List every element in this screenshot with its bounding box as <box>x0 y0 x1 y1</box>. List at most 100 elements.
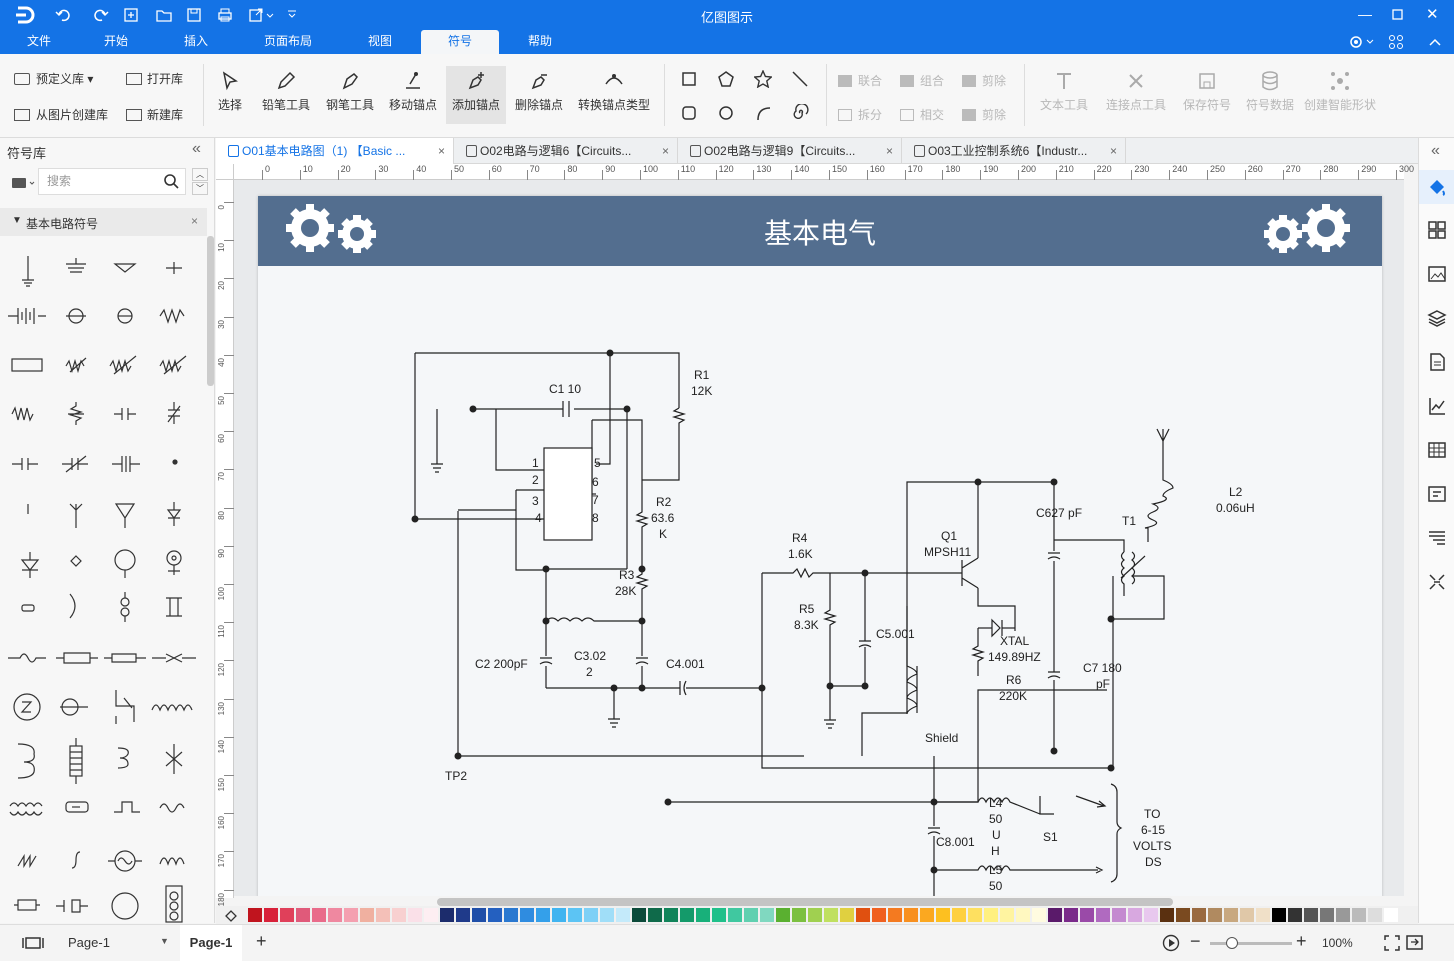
close-tab-icon[interactable]: × <box>437 144 445 158</box>
page-tab[interactable]: Page-1 <box>180 925 242 961</box>
color-swatch[interactable] <box>712 908 726 922</box>
subtract-button[interactable]: 剪除 <box>962 72 1006 89</box>
earth-symbol[interactable] <box>66 258 86 273</box>
presentation-icon[interactable] <box>1427 484 1447 504</box>
color-swatch[interactable] <box>264 908 278 922</box>
color-swatch[interactable] <box>728 908 742 922</box>
color-swatch[interactable] <box>952 908 966 922</box>
chassis-symbol[interactable] <box>113 263 137 273</box>
text-tool-button[interactable]: 文本工具 <box>1034 70 1094 113</box>
connector-icon[interactable] <box>1427 572 1447 592</box>
bracket-3-symbol[interactable] <box>17 743 35 779</box>
page-layout-icon[interactable] <box>22 936 44 950</box>
circle-shape-icon[interactable] <box>717 104 735 122</box>
color-swatch[interactable] <box>1000 908 1014 922</box>
color-swatch[interactable] <box>1112 908 1126 922</box>
convert-anchor-type-button[interactable]: 转换锚点类型 <box>575 70 653 113</box>
color-swatch[interactable] <box>1320 908 1334 922</box>
lamp-symbol[interactable] <box>117 308 133 324</box>
layers-icon[interactable] <box>1427 308 1447 328</box>
pentagon-shape-icon[interactable] <box>717 70 735 88</box>
color-swatch[interactable] <box>1224 908 1238 922</box>
color-swatch[interactable] <box>1048 908 1062 922</box>
color-swatch[interactable] <box>616 908 630 922</box>
rounded-rectangle-shape-icon[interactable] <box>680 104 698 122</box>
grid-icon[interactable] <box>1427 220 1447 240</box>
junction-dot-symbol[interactable] <box>172 459 178 465</box>
color-swatch[interactable] <box>904 908 918 922</box>
page-dropdown-icon[interactable]: ▼ <box>160 936 169 946</box>
intersect-button[interactable]: 相交 <box>900 106 944 123</box>
apps-icon[interactable] <box>1388 34 1404 50</box>
create-library-from-image-button[interactable]: 从图片创建库 <box>14 106 108 123</box>
color-swatch[interactable] <box>1208 908 1222 922</box>
wire-fuse-symbol[interactable] <box>104 653 146 663</box>
variable-resistor-2-symbol[interactable] <box>109 355 137 375</box>
zoom-slider[interactable] <box>1210 942 1292 945</box>
integral-symbol[interactable] <box>71 851 81 869</box>
color-swatch[interactable] <box>856 908 870 922</box>
chart-icon[interactable] <box>1427 396 1447 416</box>
color-swatch[interactable] <box>1240 908 1254 922</box>
bracket-symbol[interactable] <box>69 593 76 619</box>
menu-insert[interactable]: 插入 <box>183 34 208 48</box>
zoom-out-button[interactable]: − <box>1190 931 1201 951</box>
traffic-light-symbol[interactable] <box>165 885 183 923</box>
color-swatch[interactable] <box>696 908 710 922</box>
close-tab-icon[interactable]: × <box>661 144 669 158</box>
fill-color-icon[interactable] <box>224 908 240 922</box>
spark-gap-symbol[interactable] <box>152 653 196 663</box>
color-swatch[interactable] <box>984 908 998 922</box>
color-swatch[interactable] <box>968 908 982 922</box>
minimize-button[interactable]: — <box>1358 6 1372 22</box>
pulse-symbol[interactable] <box>114 801 140 813</box>
scroll-up-button[interactable]: ︿ <box>192 168 208 181</box>
fill-panel-button[interactable] <box>1419 170 1454 204</box>
z-circle-symbol[interactable] <box>13 693 41 721</box>
circle-line-symbol[interactable] <box>60 698 88 716</box>
horizontal-scrollbar-thumb[interactable] <box>437 898 1173 906</box>
color-swatch[interactable] <box>1160 908 1174 922</box>
image-icon[interactable] <box>1427 264 1447 284</box>
rectangle-shape-icon[interactable] <box>680 70 698 88</box>
transistor-box-symbol[interactable] <box>115 690 135 724</box>
close-window-button[interactable]: ✕ <box>1426 6 1439 23</box>
color-swatch[interactable] <box>824 908 838 922</box>
variable-polar-capacitor-symbol[interactable] <box>62 455 88 473</box>
color-swatch[interactable] <box>1368 908 1382 922</box>
color-swatch[interactable] <box>408 908 422 922</box>
variable-resistor-symbol[interactable] <box>65 357 87 374</box>
play-icon[interactable] <box>1162 934 1180 952</box>
undo-icon[interactable] <box>55 8 75 22</box>
menu-file[interactable]: 文件 <box>26 34 51 48</box>
color-swatch[interactable] <box>1304 908 1318 922</box>
symbol-data-button[interactable]: 符号数据 <box>1242 70 1298 113</box>
color-swatch[interactable] <box>744 908 758 922</box>
maximize-button[interactable] <box>1392 9 1404 21</box>
menu-view[interactable]: 视图 <box>367 34 392 48</box>
coil-box-symbol[interactable] <box>69 738 83 784</box>
color-swatch[interactable] <box>840 908 854 922</box>
color-swatch[interactable] <box>808 908 822 922</box>
photo-symbol[interactable] <box>166 550 182 575</box>
resistor-tap-symbol[interactable] <box>11 406 34 422</box>
table-icon[interactable] <box>1427 440 1447 460</box>
color-swatch[interactable] <box>776 908 790 922</box>
color-swatch[interactable] <box>472 908 486 922</box>
category-header[interactable]: ▼ 基本电路符号 × <box>0 208 207 236</box>
color-swatch[interactable] <box>552 908 566 922</box>
spark-symbol[interactable] <box>165 744 183 774</box>
color-swatch[interactable] <box>488 908 502 922</box>
close-tab-icon[interactable]: × <box>885 144 893 158</box>
ac-source-symbol[interactable] <box>108 850 142 872</box>
polar-capacitor-symbol[interactable] <box>12 458 38 470</box>
combine-button[interactable]: 组合 <box>900 72 944 89</box>
menu-help[interactable]: 帮助 <box>527 34 552 48</box>
format-icon[interactable] <box>1427 528 1447 548</box>
color-swatch[interactable] <box>328 908 342 922</box>
create-smart-shape-button[interactable]: 创建智能形状 <box>1302 70 1378 113</box>
color-swatch[interactable] <box>440 908 454 922</box>
fullscreen-icon[interactable] <box>1406 935 1424 951</box>
delete-anchor-button[interactable]: 删除锚点 <box>512 70 566 113</box>
color-swatch[interactable] <box>456 908 470 922</box>
